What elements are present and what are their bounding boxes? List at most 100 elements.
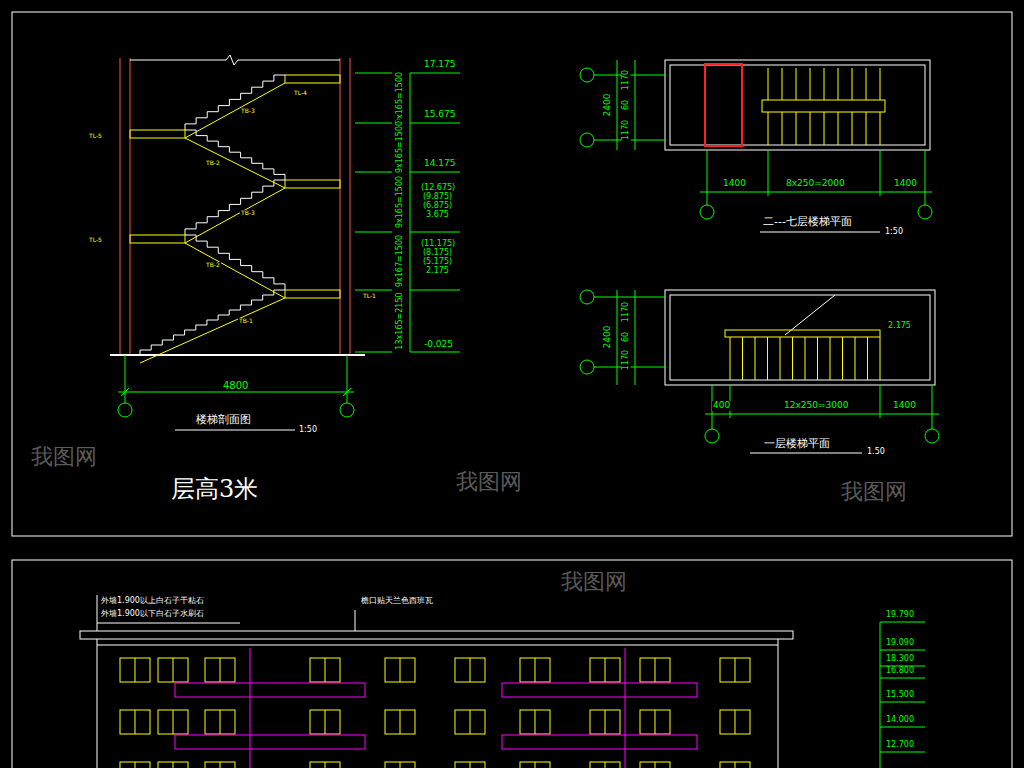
stair-flights [185, 75, 285, 130]
ground-plan [665, 290, 935, 385]
stair-treads [782, 112, 783, 145]
level-mark: (12.675) [420, 184, 456, 193]
window [120, 658, 150, 682]
stair-walls [340, 58, 341, 355]
level-marks [355, 73, 392, 74]
stair-treads [867, 337, 868, 380]
member-tag: TL-5 [88, 237, 103, 244]
window [720, 762, 750, 768]
elevation-levels [880, 650, 925, 651]
level-marks [355, 232, 392, 233]
stair-treads [852, 68, 853, 100]
stair-flights [185, 243, 285, 298]
plan-axes [880, 150, 881, 196]
level-marks [410, 73, 460, 74]
window [720, 710, 750, 734]
section-axes [347, 355, 348, 403]
window [310, 710, 340, 734]
member-tag: TL-5 [88, 133, 103, 140]
elevation-levels [880, 678, 925, 679]
window [158, 658, 188, 682]
plan-axes [700, 192, 932, 193]
plan-axes [594, 297, 665, 298]
stair-walls [130, 58, 131, 355]
level-mark: 1.50 [866, 448, 886, 457]
window [173, 658, 174, 682]
elevation-outline [778, 639, 779, 768]
plan-axes [580, 68, 594, 82]
window [220, 710, 221, 734]
window [470, 658, 471, 682]
level-mark: 2.175 [425, 267, 450, 276]
member-tag: TL-4 [293, 90, 308, 97]
window [385, 658, 415, 682]
member-tag: TB-2 [205, 262, 221, 269]
level-marks [410, 172, 460, 173]
section-axes [118, 392, 354, 393]
level-marks [355, 290, 392, 291]
stair-flights [140, 290, 285, 355]
level-marks [410, 290, 460, 291]
hydrant-box [705, 64, 742, 146]
watermark: 我图网 [560, 570, 628, 594]
dimension: 1170 [622, 349, 631, 371]
section-axes [340, 403, 354, 417]
elevation-levels [880, 622, 925, 768]
plan-axes [700, 205, 714, 219]
plan-axes [925, 150, 926, 205]
sheet-frame [12, 12, 1012, 768]
dimension: 60 [622, 331, 631, 343]
window [135, 710, 136, 734]
dimension: 12x250=3000 [783, 401, 849, 411]
drawing-title: 二---七层楼梯平面 [762, 216, 853, 228]
window [400, 762, 401, 768]
plan-axes [580, 290, 939, 443]
level-mark: (6.875) [422, 202, 453, 211]
window [400, 658, 401, 682]
window [400, 710, 401, 734]
watermark: 我图网 [30, 445, 98, 469]
level-mark: (9.875) [422, 193, 453, 202]
member-tag: TB-3 [240, 108, 256, 115]
window [325, 762, 326, 768]
stair-treads [810, 68, 811, 100]
stair-flights [285, 290, 340, 298]
stair-treads [782, 68, 783, 100]
stair-flights [285, 180, 340, 188]
window [135, 658, 136, 682]
balcony [502, 683, 697, 697]
stair-treads [880, 337, 881, 380]
elevation-levels [880, 727, 925, 728]
drawing-title: 层高3米 [170, 476, 259, 502]
upper-plan [670, 65, 925, 145]
break-line [130, 55, 340, 65]
stair-flights [130, 235, 185, 243]
drawing-title: 楼梯剖面图 [195, 414, 252, 426]
stair-treads [805, 337, 806, 380]
plan-axes [617, 290, 618, 385]
level-mark: 1:50 [884, 228, 904, 237]
stair-treads [855, 337, 856, 380]
stair-treads [768, 112, 769, 145]
dimension: 4800 [222, 380, 249, 391]
stair-flights [140, 298, 285, 363]
level-mark: (11.175) [420, 240, 456, 249]
dimension: 1400 [892, 401, 917, 411]
stair-treads [796, 68, 797, 100]
plan-axes [925, 429, 939, 443]
stair-flights [185, 83, 285, 138]
floor-line [110, 354, 365, 356]
window [605, 658, 606, 682]
stair-treads [824, 68, 825, 100]
stair-walls [120, 58, 121, 355]
elevation-outline [97, 623, 240, 624]
stair-flights [185, 235, 285, 290]
stair-treads [742, 337, 743, 380]
window [535, 658, 536, 682]
level-mark: 12.700 [885, 741, 915, 750]
window [158, 710, 188, 734]
sheet-frame [12, 560, 1012, 768]
dimension: 9x165=1500 [396, 71, 405, 125]
window [640, 710, 670, 734]
dimension: 2400 [603, 325, 613, 350]
